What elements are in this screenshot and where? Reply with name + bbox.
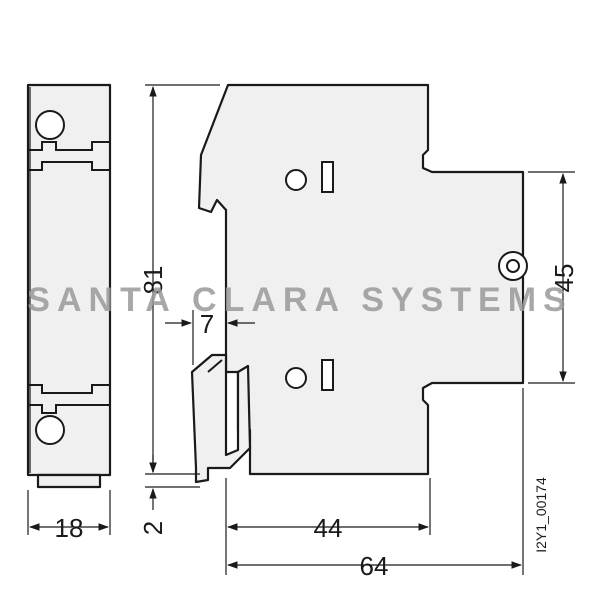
dim-label-81: 81 (138, 266, 168, 295)
side-top-slot (321, 161, 334, 193)
dim-label-45: 45 (549, 264, 579, 293)
drawing-number: I2Y1_00174 (533, 477, 549, 553)
dim-label-7: 7 (200, 309, 214, 339)
side-top-screw-icon (285, 169, 307, 191)
dim-label-44: 44 (314, 513, 343, 543)
dimension-lines (27, 84, 575, 575)
side-bottom-slot (321, 359, 334, 391)
front-view (26, 83, 112, 489)
watermark-text: SANTA CLARA SYSTEMS (27, 281, 572, 319)
front-bottom-terminal-screw (35, 415, 65, 445)
dim-label-64: 64 (360, 551, 389, 581)
side-view (190, 83, 528, 484)
side-bottom-screw-icon (285, 367, 307, 389)
front-top-terminal-screw (35, 110, 65, 140)
dim-label-2: 2 (138, 521, 168, 535)
dim-label-18: 18 (55, 513, 84, 543)
